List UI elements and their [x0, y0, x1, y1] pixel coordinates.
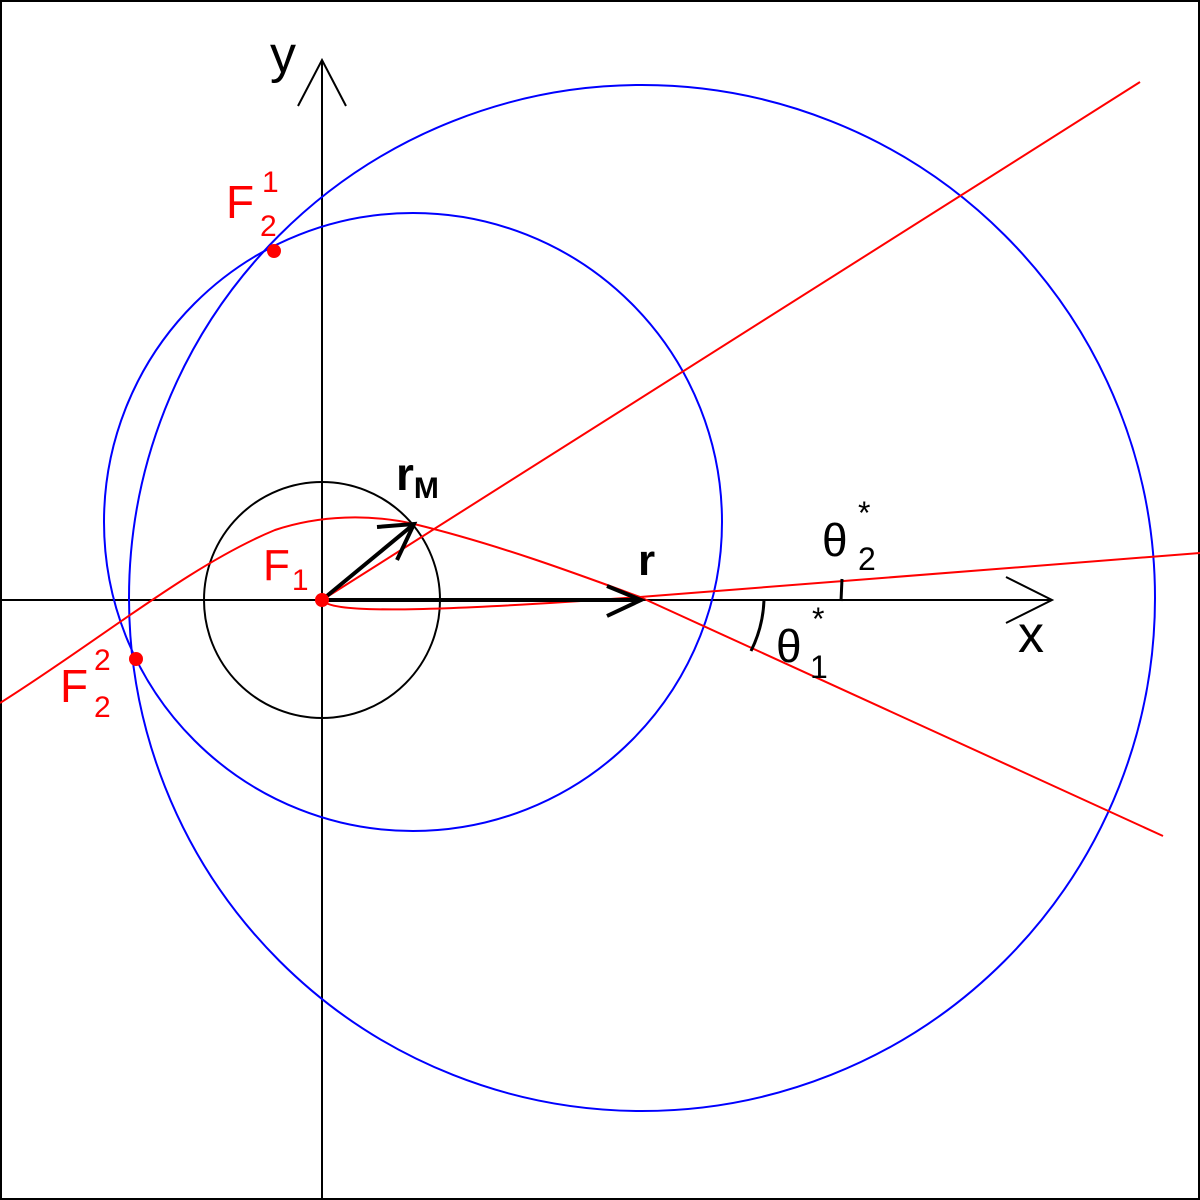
medium-blue-circle: [103, 212, 723, 832]
theta1-label: θ: [776, 620, 802, 672]
large-blue-circle: [128, 84, 1156, 1112]
angle-arcs: [749, 578, 844, 652]
foci-points: [129, 244, 329, 666]
F2-1-subscript: 2: [260, 210, 277, 243]
r-vector-label: r: [638, 536, 655, 585]
trajectory-inner-branch: [321, 596, 641, 611]
trajectory: [0, 81, 1200, 837]
focus-F2-1-dot: [267, 244, 281, 258]
theta1-arc: [749, 599, 766, 652]
theta2-label: θ: [822, 514, 848, 566]
F2-2-superscript: 2: [94, 644, 111, 677]
rM-vector-arrowhead: [376, 521, 418, 561]
rM-vector: [320, 522, 416, 602]
F2-1-label: F: [226, 176, 254, 228]
trajectory-curve: [0, 516, 641, 704]
r-vector-arrowhead: [606, 584, 646, 618]
asymptote-rm-line: [321, 81, 1141, 601]
F1-label: F1: [263, 541, 309, 597]
focus-F2-2-dot: [129, 652, 143, 666]
y-axis-label: y: [270, 26, 296, 84]
F2-2-label: F: [60, 660, 88, 712]
theta1-subscript: 1: [810, 649, 828, 685]
theta2-superscript: *: [858, 495, 870, 531]
rM-vector-label: rM: [396, 448, 439, 505]
asymptote-theta2-line: [639, 552, 1200, 598]
theta2-arc: [839, 578, 844, 602]
theta1-superscript: *: [812, 601, 824, 637]
F1-main: F: [263, 541, 290, 590]
x-axis-arrowhead: [1005, 576, 1055, 624]
asymptote-theta1-line: [639, 596, 1164, 837]
rM-main: r: [396, 448, 414, 500]
focus-F1-dot: [315, 593, 329, 607]
F1-subscript: 1: [292, 564, 309, 597]
y-axis-arrowhead: [297, 57, 347, 107]
x-axis-label: x: [1018, 606, 1044, 664]
theta2-subscript: 2: [858, 541, 876, 577]
F2-2-subscript: 2: [94, 691, 111, 724]
vectors: [320, 521, 646, 618]
rM-subscript: M: [414, 472, 439, 505]
F2-1-superscript: 1: [262, 166, 279, 199]
axes: [0, 57, 1055, 1200]
